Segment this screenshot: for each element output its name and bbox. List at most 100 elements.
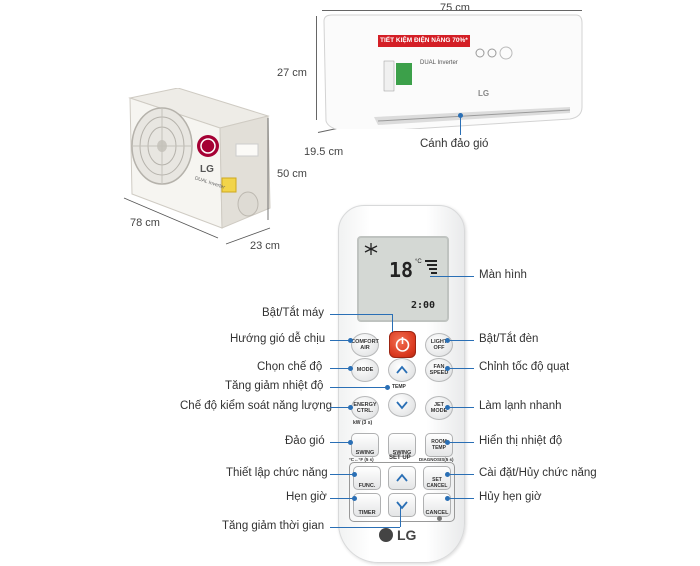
callout-power-line: [330, 314, 392, 315]
mode-button[interactable]: MODE: [351, 358, 379, 382]
light-off-button[interactable]: LIGHT OFF: [425, 333, 453, 357]
callout-power: Bật/Tắt máy: [262, 307, 324, 319]
indoor-unit: TIẾT KIỆM ĐIỆN NĂNG 70%* DUAL Inverter L…: [320, 13, 584, 133]
lg-logo-icon: [379, 528, 393, 542]
fan-level-icon: [425, 260, 437, 274]
time-up-button[interactable]: [388, 466, 416, 490]
time-arrow-down-icon: [396, 501, 408, 510]
comfort-air-button[interactable]: COMFORT AIR: [351, 333, 379, 357]
light-off-label: LIGHT OFF: [430, 339, 448, 351]
remote-brand-text: LG: [397, 527, 417, 543]
comfort-air-label: COMFORT AIR: [351, 339, 379, 351]
time-down-button[interactable]: [388, 493, 416, 517]
screen-temp-unit: °C: [415, 259, 422, 265]
fan-speed-label: FAN SPEED: [429, 364, 449, 376]
louver-callout-dot: [458, 113, 463, 118]
callout-temp-line: [330, 387, 386, 388]
callout-time-adjust: Tăng giảm thời gian: [222, 520, 325, 532]
func-button[interactable]: FUNC.: [353, 466, 381, 490]
swing-sub-label: °C↔°F (5 s): [349, 457, 374, 462]
indoor-width-line: [322, 10, 582, 11]
callout-timer: Hẹn giờ: [286, 491, 327, 503]
power-icon: [395, 337, 410, 352]
indoor-width-label: 75 cm: [440, 2, 470, 14]
callout-jet-line: [450, 407, 474, 408]
room-temp-label: ROOM TEMP: [431, 439, 447, 451]
mode-label: MODE: [356, 367, 374, 373]
callout-cancel-timer-dot: [445, 496, 450, 501]
callout-screen: Màn hình: [479, 269, 527, 281]
callout-jet-dot: [445, 405, 450, 410]
remote-control: 18 °C 2:00 COMFORT AIR LIGHT OFF MODE FA…: [338, 205, 465, 563]
outdoor-unit: LG DUAL Inverter: [118, 87, 278, 238]
indoor-depth-label: 19.5 cm: [304, 146, 344, 158]
callout-timer-dot: [352, 496, 357, 501]
callout-room-temp-dot: [445, 440, 450, 445]
callout-temp: Tăng giảm nhiệt độ: [225, 380, 324, 392]
callout-func: Thiết lập chức năng: [226, 467, 328, 479]
energy-ctrl-button[interactable]: ENERGY CTRL.: [351, 396, 379, 420]
callout-comfort-dot: [348, 338, 353, 343]
swing-horizontal-label: SWING: [392, 450, 412, 456]
callout-swing-dot: [348, 440, 353, 445]
temp-label: TEMP: [392, 384, 406, 390]
temp-up-button[interactable]: [388, 358, 416, 382]
callout-cancel-timer: Hủy hẹn giờ: [479, 491, 542, 503]
callout-func-line: [330, 474, 354, 475]
callout-temp-dot: [385, 385, 390, 390]
set-up-label: SET UP: [389, 455, 411, 461]
callout-light: Bật/Tắt đèn: [479, 333, 539, 345]
indoor-height-line: [316, 16, 317, 120]
callout-energy: Chế độ kiểm soát năng lượng: [180, 400, 333, 412]
indoor-brand-text: LG: [478, 89, 490, 98]
callout-room-temp-line: [450, 442, 474, 443]
set-cancel-button[interactable]: SET CANCEL: [423, 466, 451, 490]
callout-mode: Chọn chế độ: [257, 361, 323, 373]
swing-horizontal-button[interactable]: SWING: [388, 433, 416, 457]
outdoor-width-label: 78 cm: [130, 217, 160, 229]
outdoor-height-label: 50 cm: [277, 168, 307, 180]
callout-set-cancel-dot: [445, 472, 450, 477]
outdoor-brand-text: LG: [200, 164, 214, 175]
power-button[interactable]: [389, 331, 416, 358]
func-label: FUNC.: [358, 483, 376, 489]
callout-power-vline: [392, 314, 393, 332]
timer-label: TIMER: [358, 510, 376, 516]
arrow-down-icon: [396, 401, 408, 410]
callout-time-adjust-line: [330, 527, 400, 528]
screen-timer: 2:00: [411, 300, 436, 311]
outdoor-dimension-lines: [123, 118, 271, 245]
callout-mode-dot: [348, 366, 353, 371]
reset-hole: [437, 516, 442, 521]
callout-mode-line: [330, 368, 350, 369]
callout-fan-dot: [445, 366, 450, 371]
timer-button[interactable]: TIMER: [353, 493, 381, 517]
callout-comfort: Hướng gió dễ chịu: [230, 333, 326, 345]
screen-temperature: 18: [389, 258, 414, 282]
room-temp-button[interactable]: ROOM TEMP: [425, 433, 453, 457]
callout-swing-line: [330, 442, 350, 443]
temp-down-button[interactable]: [388, 393, 416, 417]
callout-func-dot: [352, 472, 357, 477]
callout-set-cancel-line: [450, 474, 474, 475]
callout-swing: Đảo gió: [285, 435, 325, 447]
diagnosis-label: DIAGNOSIS(5 s): [419, 457, 454, 462]
callout-fan: Chỉnh tốc độ quạt: [479, 361, 570, 373]
set-cancel-label: SET CANCEL: [426, 477, 448, 489]
callout-cancel-timer-line: [450, 498, 474, 499]
setup-panel: [349, 462, 455, 522]
energy-ctrl-label: ENERGY CTRL.: [353, 402, 377, 414]
indoor-unit-illustration: [323, 14, 583, 133]
energy-sub-label: kW (3 s): [353, 420, 373, 426]
energy-banner-text: TIẾT KIỆM ĐIỆN NĂNG 70%*: [380, 37, 468, 44]
swing-vertical-button[interactable]: SWING: [351, 433, 379, 457]
louver-label: Cánh đảo gió: [420, 138, 489, 150]
callout-set-cancel: Cài đặt/Hủy chức năng: [479, 467, 597, 479]
callout-time-adjust-vline: [400, 505, 401, 527]
indoor-model-text: DUAL Inverter: [420, 60, 458, 66]
indoor-height-label: 27 cm: [277, 67, 307, 79]
callout-energy-line: [330, 407, 350, 408]
callout-room-temp: Hiển thị nhiệt độ: [479, 435, 563, 447]
callout-timer-line: [330, 498, 354, 499]
callout-light-line: [450, 340, 474, 341]
